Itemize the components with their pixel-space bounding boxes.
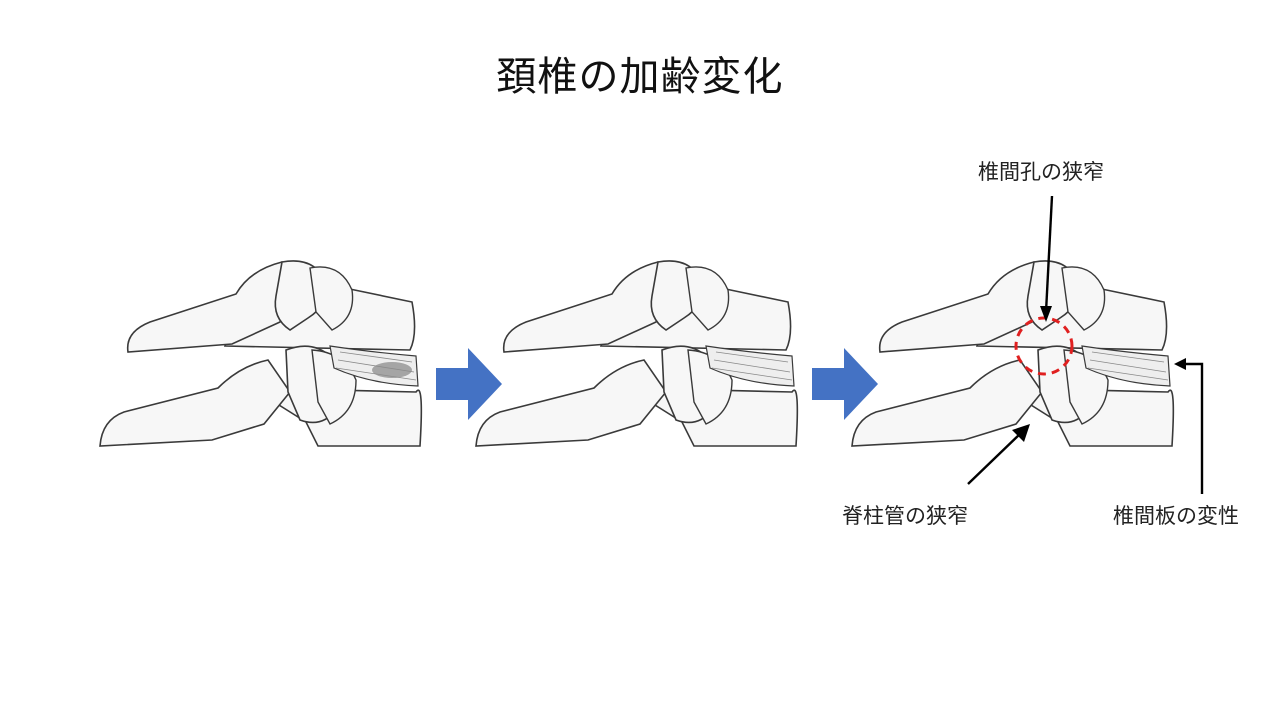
foramen-pointer-arrow xyxy=(1040,195,1054,322)
spine-stage-normal xyxy=(99,260,423,447)
label-canal-narrowing: 脊柱管の狭窄 xyxy=(842,504,968,528)
disc-pointer-arrow xyxy=(1174,358,1204,494)
spine-stage-early xyxy=(475,260,799,447)
progression-arrow-2 xyxy=(812,348,878,420)
slide-title: 頚椎の加齢変化 xyxy=(496,54,784,100)
progression-arrow-1 xyxy=(436,348,502,420)
spine-stage-advanced xyxy=(851,260,1175,447)
label-foramen-narrowing: 椎間孔の狭窄 xyxy=(978,160,1104,184)
foramen-highlight-circle xyxy=(1014,316,1074,376)
canal-pointer-arrow xyxy=(967,424,1030,485)
label-disc-degeneration: 椎間板の変性 xyxy=(1113,504,1239,528)
